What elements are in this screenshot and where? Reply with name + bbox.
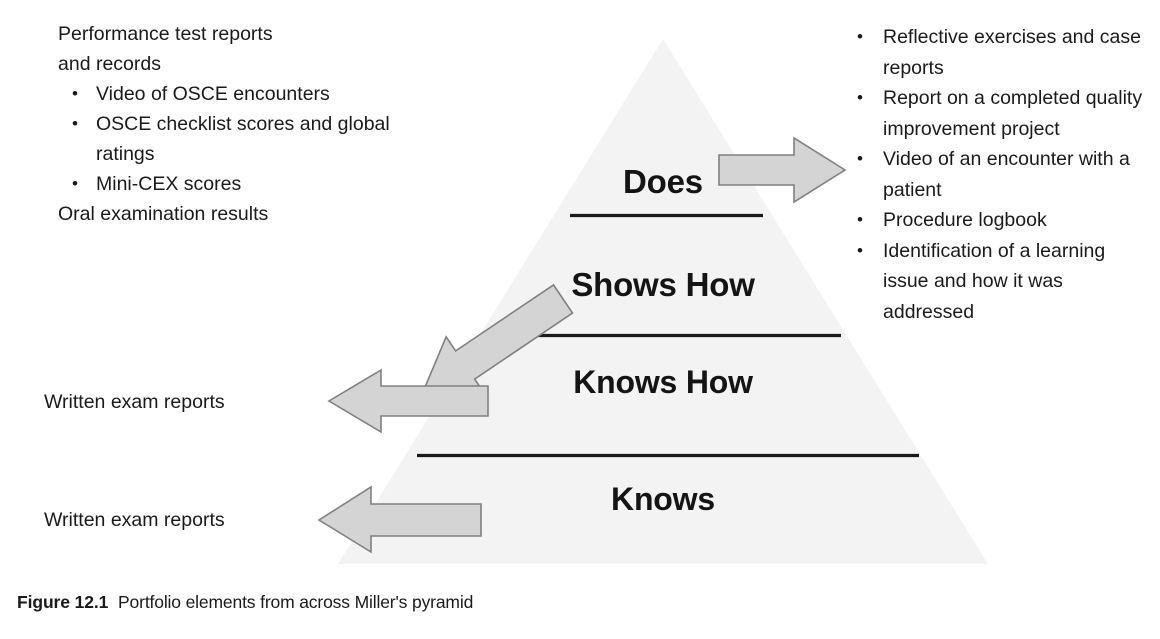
- list-item: Mini-CEX scores: [58, 169, 418, 199]
- tier-label-knows: Knows: [611, 481, 715, 517]
- tier-label-shows-how: Shows How: [571, 266, 755, 303]
- list-item: Video of an encounter with a patient: [851, 144, 1151, 205]
- tier-label-does: Does: [623, 163, 703, 200]
- figure-caption-text: Portfolio elements from across Miller's …: [118, 592, 474, 612]
- list-item: OSCE checklist scores and global ratings: [58, 109, 418, 169]
- figure-caption-number: Figure 12.1: [17, 592, 109, 612]
- pyramid-shape: [338, 39, 988, 564]
- arrow-right-icon: [718, 136, 847, 204]
- right-bullet-list: Reflective exercises and case reports Re…: [851, 22, 1151, 327]
- arrow-left-icon-knows: [317, 485, 482, 554]
- left-annotation-block: Performance test reports and records Vid…: [58, 19, 418, 229]
- right-annotation-block: Reflective exercises and case reports Re…: [851, 22, 1151, 327]
- left-footer-line: Oral examination results: [58, 203, 269, 225]
- left-heading-line-2: and records: [58, 53, 161, 75]
- arrow-left-icon-knows-how: [327, 368, 489, 434]
- list-item: Procedure logbook: [851, 205, 1151, 236]
- tier-label-knows-how: Knows How: [573, 364, 753, 400]
- list-item: Report on a completed quality improvemen…: [851, 83, 1151, 144]
- side-label-knows-how: Written exam reports: [44, 391, 225, 413]
- figure-caption: Figure 12.1 Portfolio elements from acro…: [17, 592, 473, 613]
- list-item: Reflective exercises and case reports: [851, 22, 1151, 83]
- list-item: Identification of a learning issue and h…: [851, 236, 1151, 328]
- list-item: Video of OSCE encounters: [58, 79, 418, 109]
- side-label-knows: Written exam reports: [44, 509, 225, 531]
- left-bullet-list: Video of OSCE encounters OSCE checklist …: [58, 79, 418, 199]
- left-heading-line-1: Performance test reports: [58, 23, 273, 45]
